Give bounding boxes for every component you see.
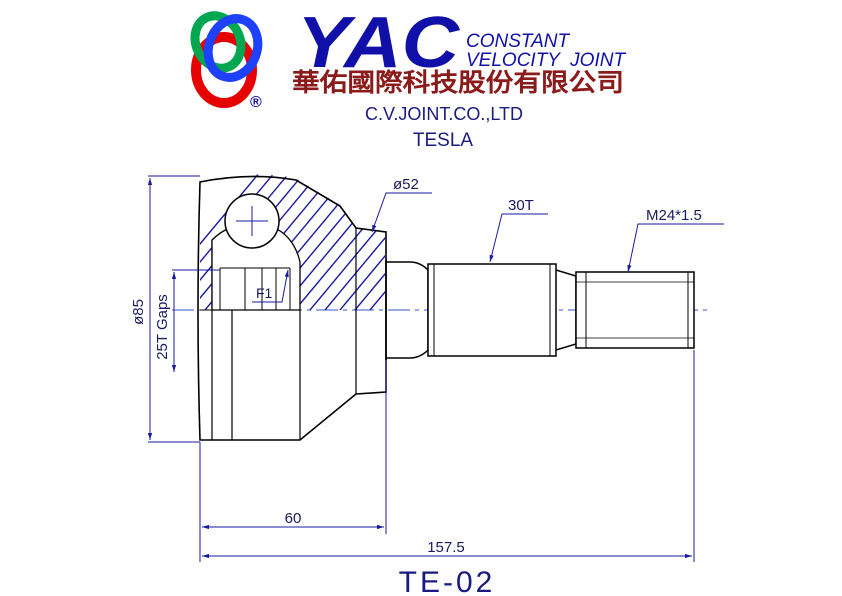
dim-overall-length: 157.5 bbox=[427, 539, 465, 556]
vehicle-make: TESLA bbox=[413, 130, 474, 151]
rings-logo-icon bbox=[190, 11, 263, 108]
company-name-english: C.V.JOINT.CO.,LTD bbox=[365, 104, 523, 124]
dim-inner-spline: 25T Gaps bbox=[154, 294, 171, 360]
dim-outer-diameter: ø85 bbox=[130, 299, 147, 325]
dimension-labels: ø85 25T Gaps ø52 30T M24*1.5 F1 60 157.5 bbox=[130, 176, 702, 556]
dim-neck-diameter: ø52 bbox=[393, 176, 419, 193]
tagline-line1: CONSTANT bbox=[466, 31, 570, 52]
dim-shaft-spline: 30T bbox=[508, 197, 534, 214]
dim-bell-length: 60 bbox=[285, 510, 302, 527]
bell-housing-outline bbox=[197, 175, 387, 441]
threaded-section bbox=[575, 271, 695, 349]
tagline-line2: VELOCITY JOINT bbox=[466, 50, 626, 71]
brand-wordmark: YAC bbox=[297, 3, 460, 83]
registered-mark: ® bbox=[250, 94, 262, 111]
dim-thread: M24*1.5 bbox=[646, 207, 702, 224]
dim-feature-f1: F1 bbox=[256, 285, 273, 301]
brand-logo: ® YAC CONSTANT VELOCITY JOINT 華佑國際科技股份有限… bbox=[190, 3, 626, 151]
part-number: TE-02 bbox=[399, 566, 496, 596]
spline-shaft bbox=[427, 263, 557, 357]
dimensions bbox=[147, 175, 724, 562]
cv-joint-drawing bbox=[172, 174, 708, 441]
company-name-chinese: 華佑國際科技股份有限公司 bbox=[292, 68, 624, 97]
